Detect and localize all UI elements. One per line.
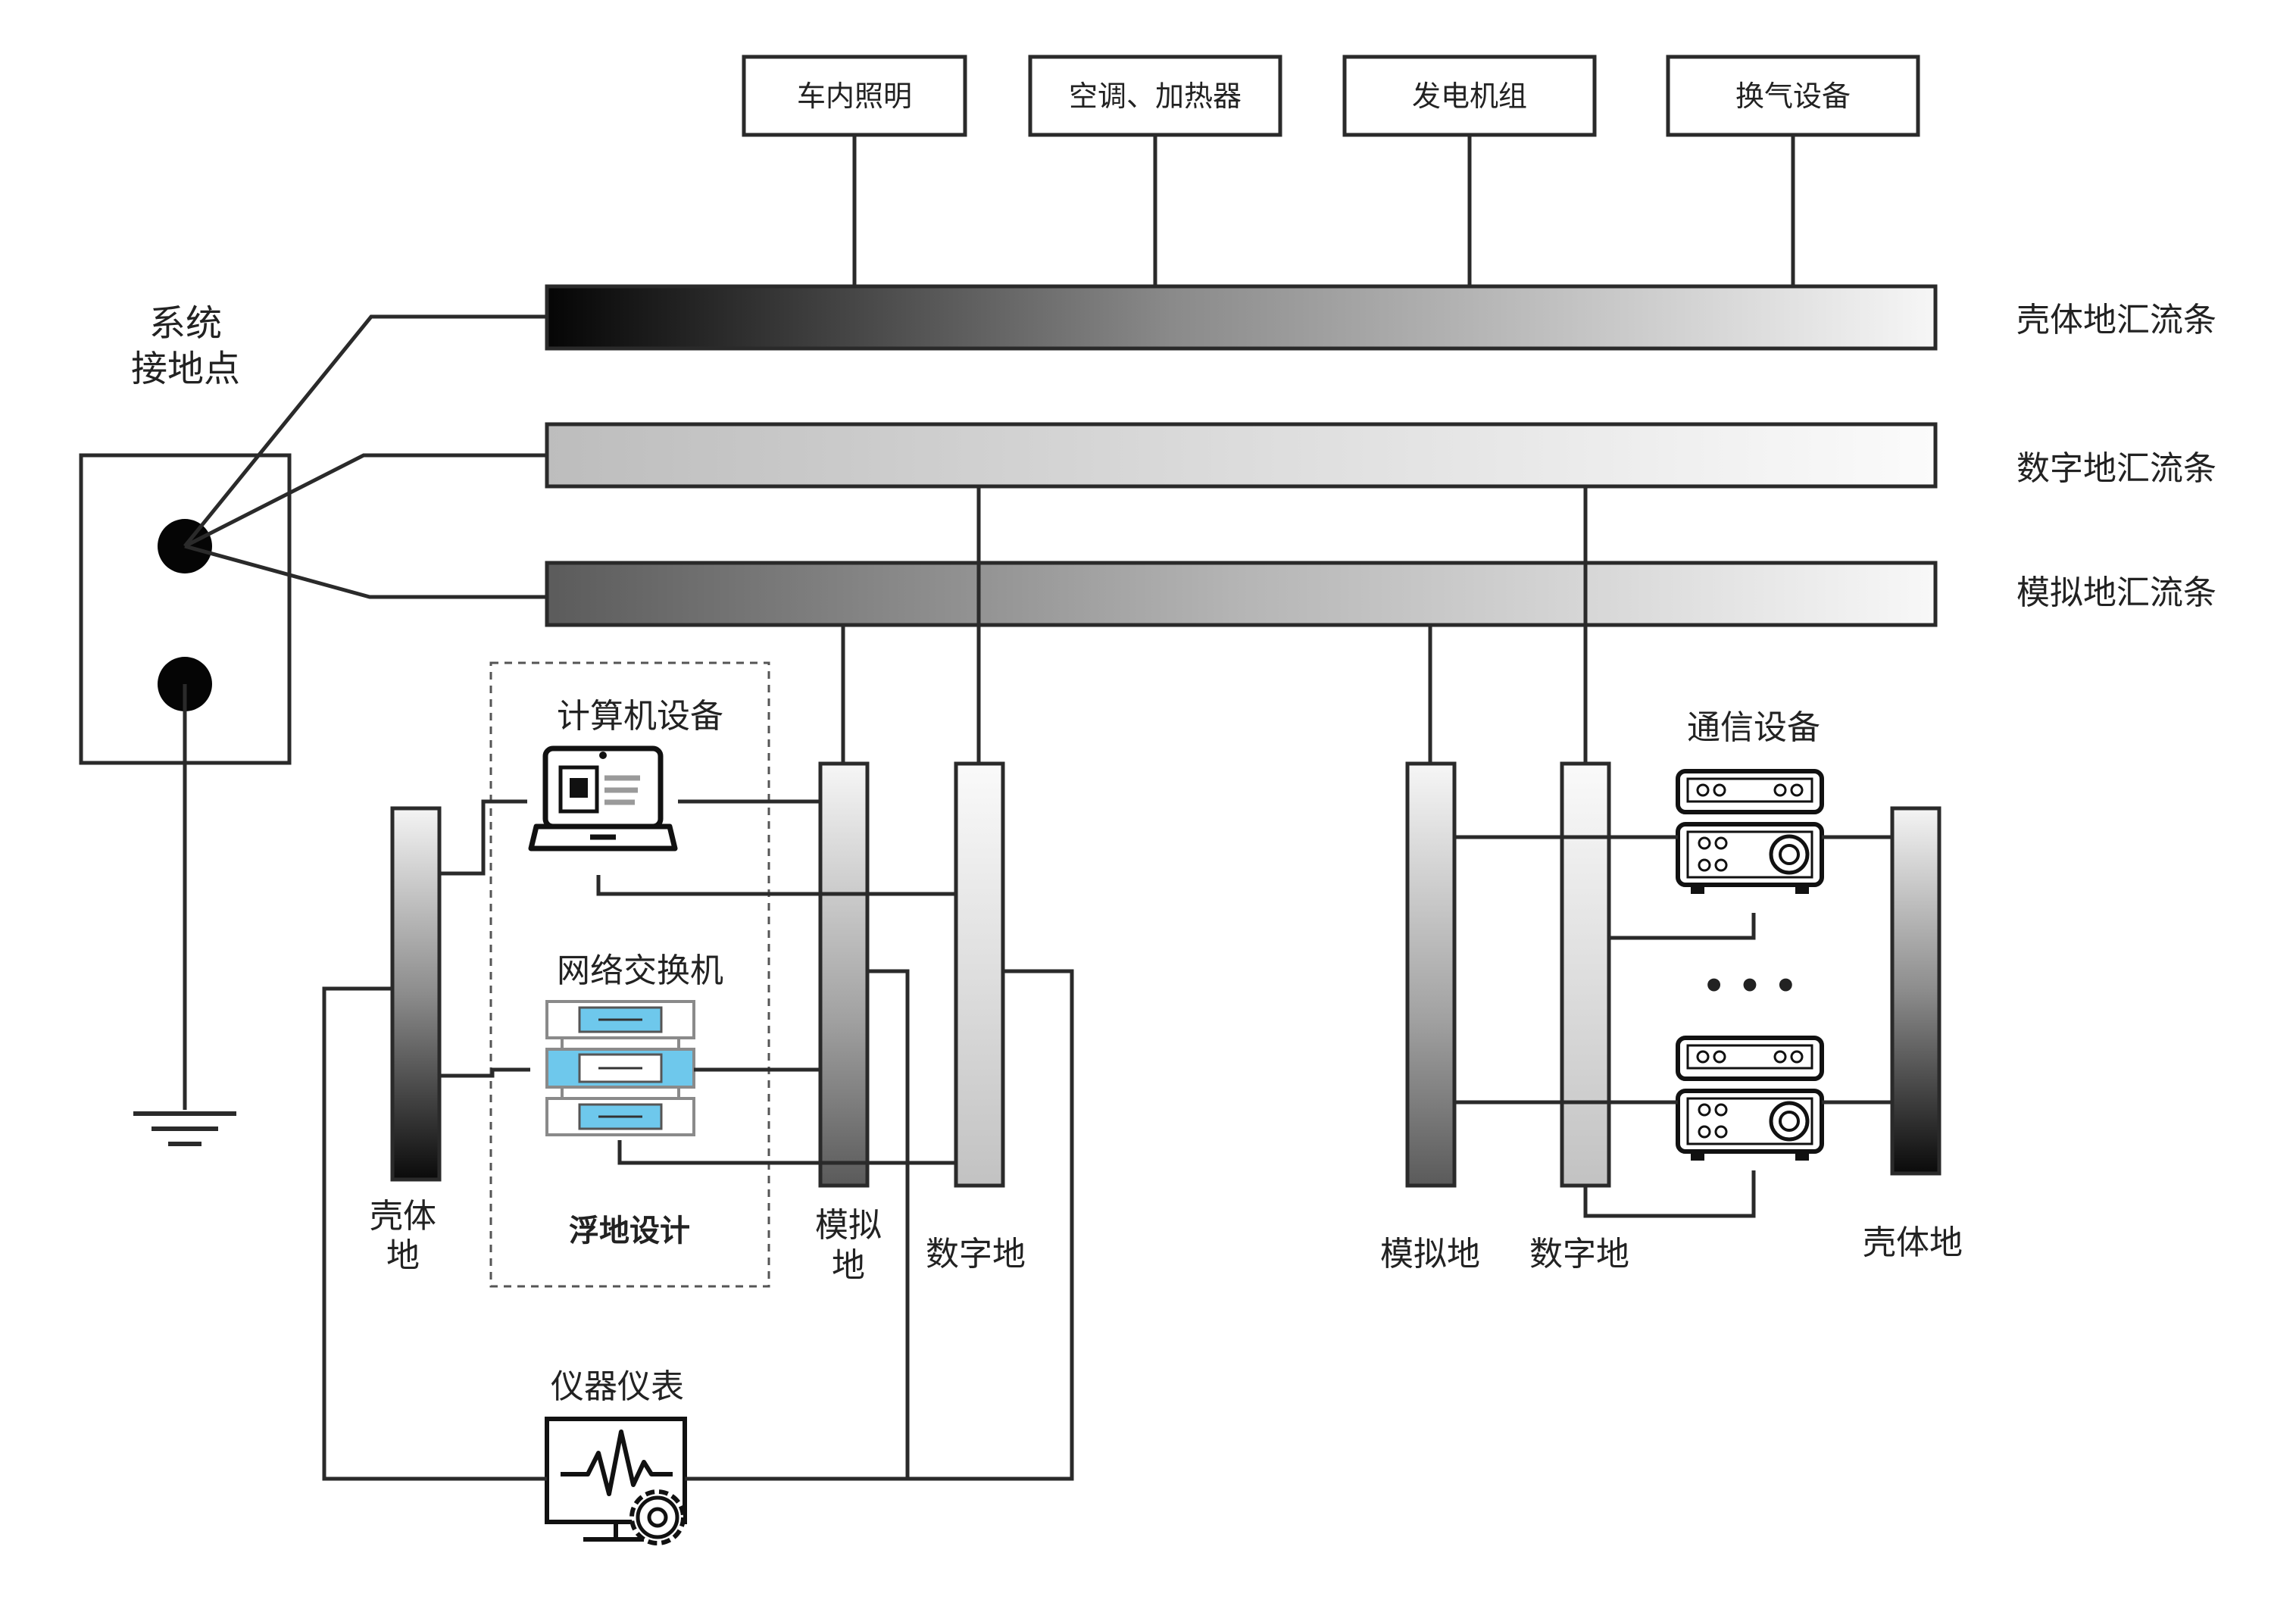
right-group-wiring: [1454, 835, 1892, 1218]
left-digital-bar: [954, 761, 1005, 1188]
right-chassis-bar: [1890, 806, 1941, 1176]
comm-device-label: 通信设备: [1687, 708, 1820, 747]
digital-busbar: [545, 422, 1938, 489]
chassis-busbar: [545, 284, 1938, 351]
load-label-hvac: 空调、加热器: [1069, 80, 1242, 113]
instrument-label: 仪器仪表: [551, 1367, 684, 1406]
floating-design-label: 浮地设计: [569, 1214, 690, 1248]
load-label-ventilation: 换气设备: [1735, 80, 1851, 113]
analog-busbar: [545, 561, 1938, 627]
digital-busbar-label: 数字地汇流条: [2016, 449, 2216, 488]
left-analog-label-line1: 模拟: [815, 1206, 882, 1245]
load-box-ventilation: 换气设备: [1666, 55, 1920, 137]
right-analog-bar: [1405, 761, 1457, 1188]
left-digital-label: 数字地: [926, 1235, 1026, 1273]
left-group-wiring: [322, 799, 1074, 1481]
load-label-generator: 发电机组: [1412, 80, 1527, 113]
load-connectors: [852, 135, 1795, 286]
instrument-monitor-icon: [545, 1417, 687, 1542]
bus-drop-connectors: [841, 486, 1588, 764]
right-analog-label: 模拟地: [1380, 1235, 1480, 1273]
right-digital-label: 数字地: [1529, 1235, 1629, 1273]
earth-ground-icon: [133, 1004, 236, 1146]
load-label-lighting: 车内照明: [797, 80, 912, 113]
load-box-lighting: 车内照明: [742, 55, 967, 137]
chassis-busbar-label: 壳体地汇流条: [2016, 301, 2216, 339]
left-chassis-label-line2: 地: [386, 1236, 420, 1275]
analog-busbar-label: 模拟地汇流条: [2016, 573, 2216, 612]
comm-device-icon-upper: [1676, 769, 1824, 894]
system-ground-label-line1: 系统: [149, 302, 222, 345]
load-box-generator: 发电机组: [1342, 55, 1597, 137]
floating-design-boundary: [489, 661, 770, 1288]
computer-label: 计算机设备: [557, 697, 723, 736]
comm-device-icon-lower: [1676, 1036, 1824, 1161]
gear-icon: [629, 1489, 686, 1545]
right-digital-bar: [1560, 761, 1611, 1188]
left-analog-label-line2: 地: [832, 1246, 865, 1285]
network-switch-icon: [545, 1000, 695, 1136]
right-chassis-label: 壳体地: [1863, 1223, 1963, 1262]
laptop-icon: [528, 745, 678, 851]
load-box-hvac: 空调、加热器: [1028, 55, 1282, 137]
comm-ellipsis: • • •: [1702, 965, 1797, 1008]
system-ground-label-line2: 接地点: [131, 348, 240, 390]
switch-label: 网络交换机: [557, 951, 723, 990]
left-chassis-bar: [390, 806, 442, 1182]
left-analog-bar: [818, 761, 870, 1188]
left-chassis-label-line1: 壳体: [370, 1197, 436, 1236]
